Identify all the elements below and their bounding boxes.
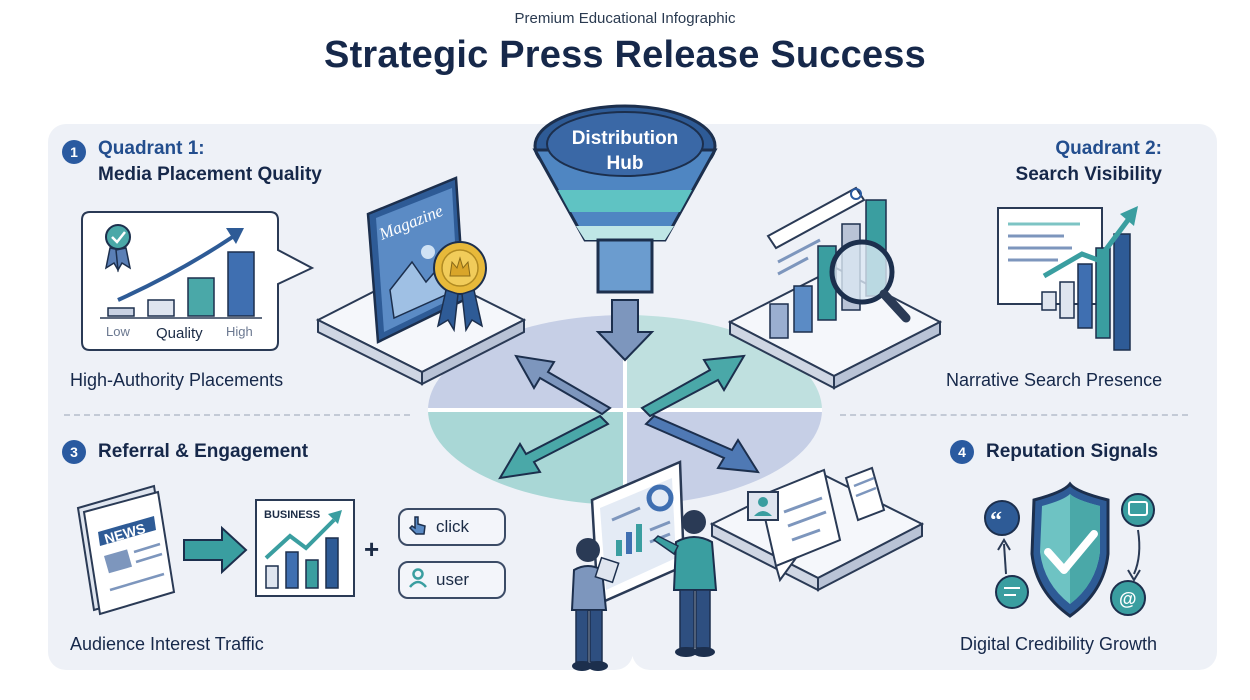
user-pill: user (398, 561, 506, 599)
hub-arrows (498, 354, 760, 480)
person-woman (570, 538, 620, 671)
quadrant-3-caption: Audience Interest Traffic (70, 634, 264, 654)
quadrant-3-number: 3 (62, 440, 86, 464)
infographic-subtitle: Premium Educational Infographic (514, 10, 736, 27)
divider-left (64, 414, 410, 416)
funnel-icon (532, 104, 718, 362)
page-title: Strategic Press Release Success (324, 34, 926, 76)
business-label: BUSINESS (264, 509, 320, 521)
quality-axis-low: Low (106, 324, 130, 339)
quadrant-2-title: Quadrant 2: (1055, 138, 1162, 159)
click-label: click (436, 517, 470, 536)
business-chart-icon: BUSINESS (255, 499, 355, 597)
quadrant-3-title: Referral & Engagement (98, 441, 309, 462)
distribution-hub-label: Distribution Hub (545, 126, 705, 176)
message-bubble-icon (1121, 493, 1155, 527)
quadrant-4-caption: Digital Credibility Growth (960, 634, 1158, 654)
chat-lines-icon (995, 575, 1029, 609)
quote-bubble-icon: “ (984, 500, 1020, 536)
user-label: user (436, 570, 470, 589)
person-man (652, 510, 718, 657)
flow-arrow-icon (183, 525, 248, 575)
quadrant-2-heading: Quadrant 2: Search Visibility (930, 136, 1162, 188)
quadrant-1-heading: Quadrant 1: Media Placement Quality (98, 136, 322, 188)
search-platform (727, 186, 943, 390)
click-pill: click (398, 508, 506, 546)
quadrant-1-caption: High-Authority Placements (70, 370, 284, 390)
chat-platform (709, 466, 925, 592)
svg-text:@: @ (1119, 589, 1137, 609)
svg-text:“: “ (990, 508, 1002, 534)
quadrant-4-title: Reputation Signals (986, 441, 1159, 462)
divider-right (840, 414, 1188, 416)
newspaper-icon: NEWS (76, 484, 176, 616)
magazine-platform: Magazine (315, 176, 527, 386)
quadrant-1-title: Quadrant 1: (98, 138, 205, 159)
pointer-click-icon (400, 514, 436, 541)
quality-axis-label: Quality (156, 325, 203, 342)
quality-chart-card: Low Quality High (81, 211, 315, 351)
plus-sign: + (364, 534, 380, 564)
shield-icon (1030, 481, 1110, 618)
hub-label-line2: Hub (606, 153, 644, 174)
quadrant-2-subtitle: Search Visibility (1015, 164, 1162, 185)
orbit-arrows (997, 529, 1141, 582)
quadrant-1-subtitle: Media Placement Quality (98, 164, 322, 185)
search-growth-card (997, 206, 1138, 351)
quadrant-4-number: 4 (950, 440, 974, 464)
hub-label-line1: Distribution (571, 128, 679, 149)
user-icon (400, 567, 436, 594)
quadrant-2-caption: Narrative Search Presence (946, 370, 1163, 390)
quadrant-1-number: 1 (62, 140, 86, 164)
at-sign-icon: @ (1110, 580, 1146, 616)
quality-axis-high: High (226, 324, 253, 339)
